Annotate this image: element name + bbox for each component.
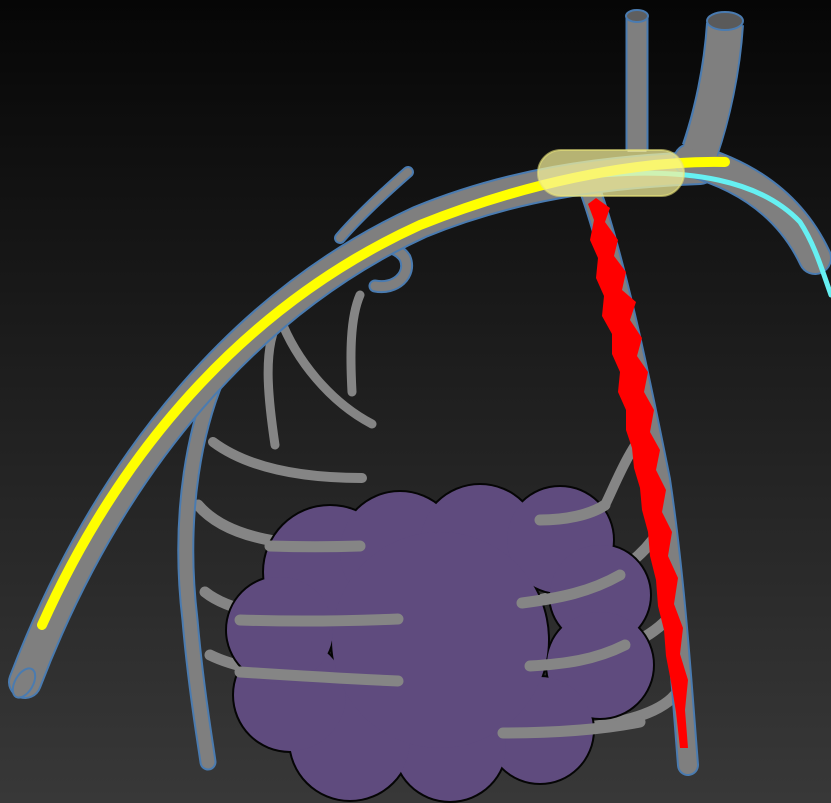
vertical-vessel-large-lumen bbox=[700, 24, 725, 152]
right-trunk-lumen bbox=[690, 160, 815, 258]
balloon bbox=[538, 150, 684, 196]
purple-mass bbox=[225, 483, 655, 803]
vertical-vessel-small-top bbox=[626, 10, 648, 22]
branch-over-left-2 bbox=[240, 619, 398, 621]
branch-upper-1 bbox=[213, 442, 362, 478]
vertical-vessel-large-top bbox=[707, 12, 743, 30]
branch-upper-4 bbox=[351, 295, 360, 392]
branch-upper-3 bbox=[280, 318, 372, 424]
branch-over-left-1 bbox=[270, 546, 360, 547]
